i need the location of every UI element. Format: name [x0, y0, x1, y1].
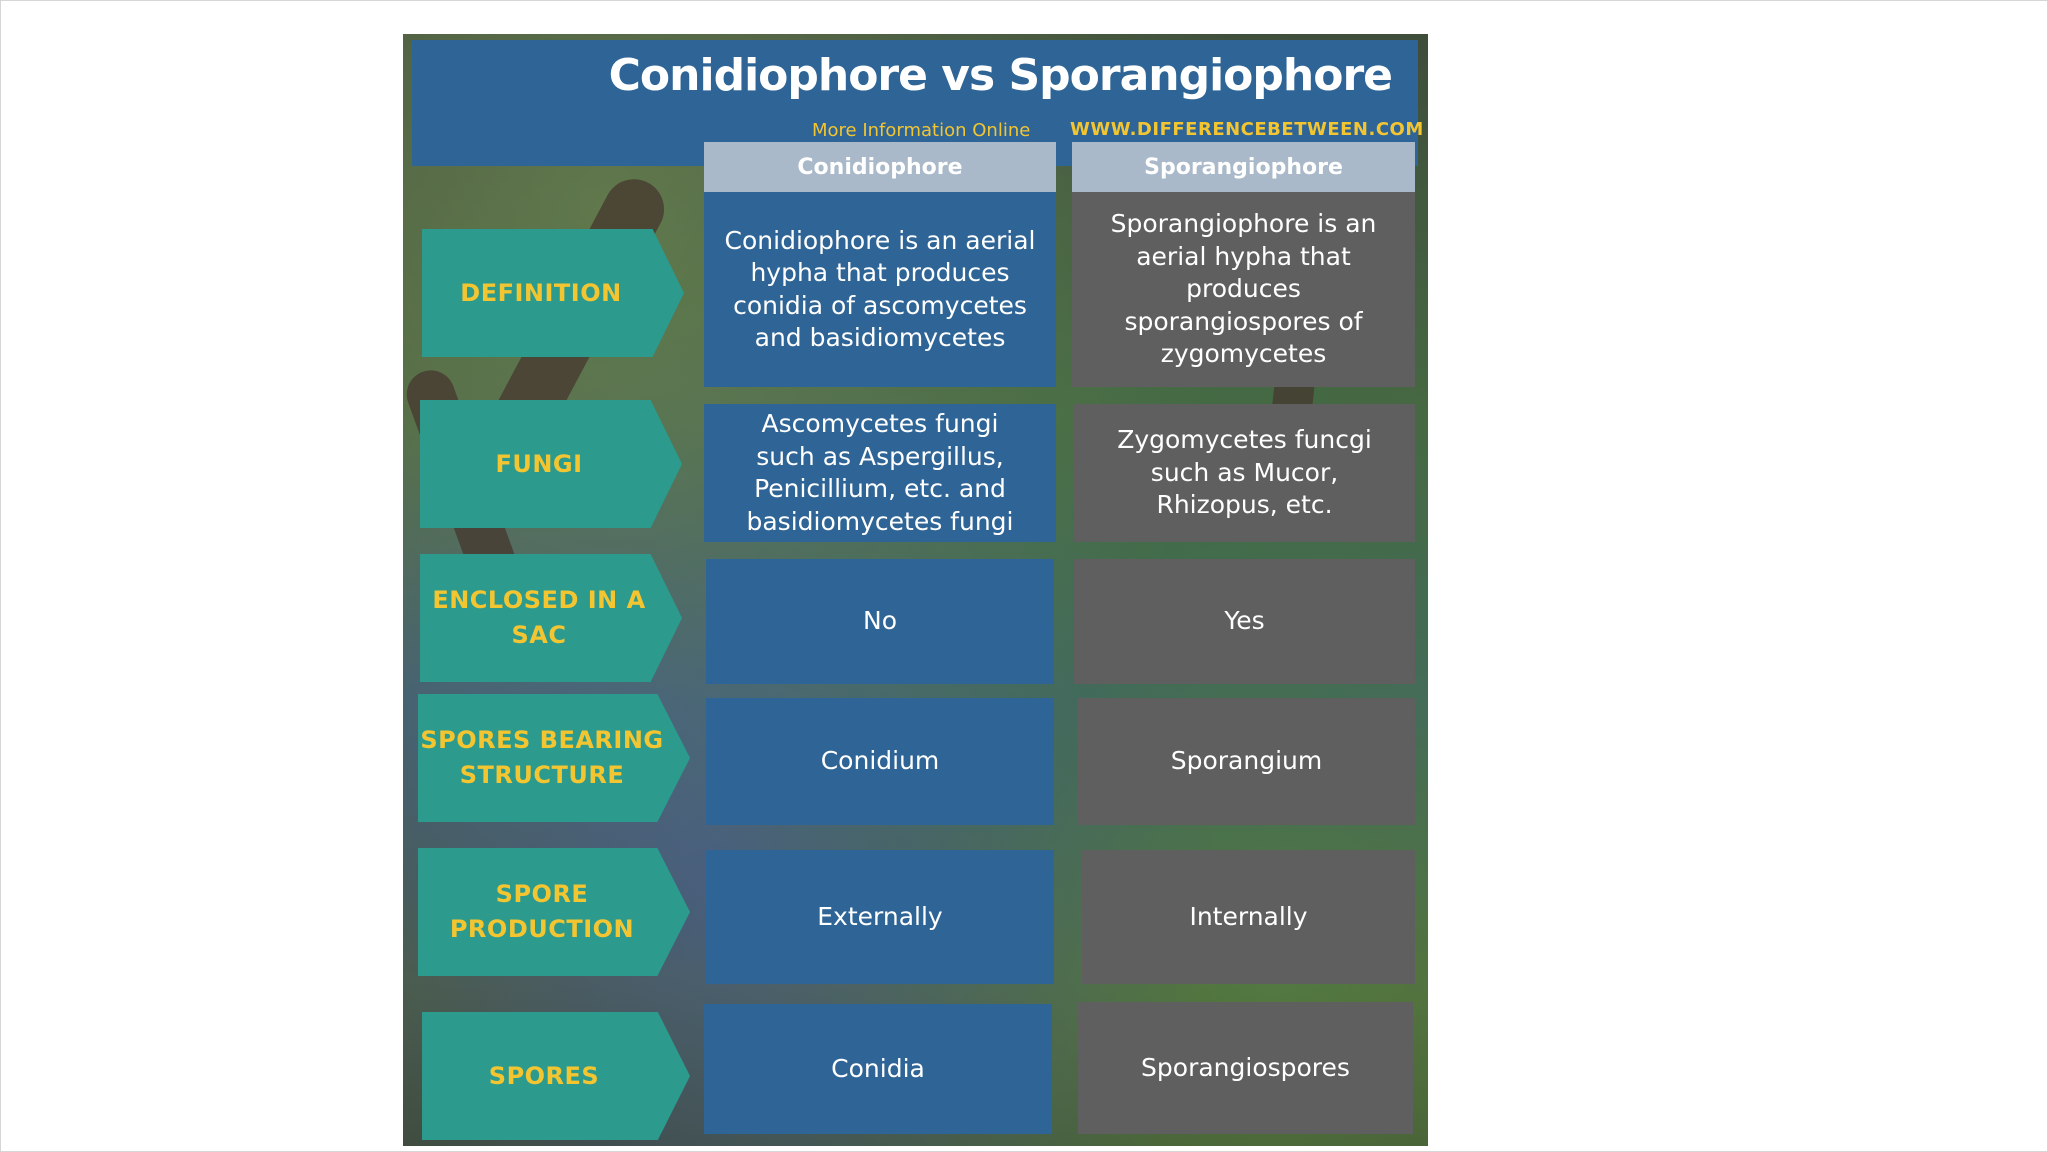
cell-definition-conidiophore: Conidiophore is an aerial hypha that pro…: [704, 192, 1056, 387]
cell-spores-bearing-sporangiophore: Sporangium: [1078, 698, 1415, 825]
row-label-spores: SPORES: [422, 1012, 690, 1140]
cell-spores-conidiophore: Conidia: [704, 1004, 1052, 1134]
cell-spore-production-sporangiophore: Internally: [1082, 850, 1415, 984]
column-header-sporangiophore: Sporangiophore: [1072, 142, 1415, 192]
cell-definition-sporangiophore: Sporangiophore is an aerial hypha that p…: [1072, 192, 1415, 387]
row-label-spore-production: SPORE PRODUCTION: [418, 848, 690, 976]
cell-enclosed-conidiophore: No: [706, 559, 1054, 684]
cell-fungi-sporangiophore: Zygomycetes funcgi such as Mucor, Rhizop…: [1074, 404, 1415, 542]
website-link[interactable]: WWW.DIFFERENCEBETWEEN.COM: [1070, 119, 1424, 140]
cell-spore-production-conidiophore: Externally: [706, 850, 1054, 984]
page-title: Conidiophore vs Sporangiophore: [608, 50, 1393, 101]
cell-spores-sporangiophore: Sporangiospores: [1078, 1002, 1413, 1134]
row-label-definition: DEFINITION: [422, 229, 684, 357]
row-label-enclosed-in-a-sac: ENCLOSED IN A SAC: [420, 554, 682, 682]
column-header-conidiophore: Conidiophore: [704, 142, 1056, 192]
comparison-infographic: Conidiophore vs Sporangiophore More Info…: [403, 34, 1428, 1146]
row-label-fungi: FUNGI: [420, 400, 682, 528]
cell-enclosed-sporangiophore: Yes: [1074, 559, 1415, 684]
cell-fungi-conidiophore: Ascomycetes fungi such as Aspergillus, P…: [704, 404, 1056, 542]
row-label-spores-bearing-structure: SPORES BEARING STRUCTURE: [418, 694, 690, 822]
more-info-text: More Information Online: [812, 120, 1031, 141]
cell-spores-bearing-conidiophore: Conidium: [706, 698, 1054, 825]
